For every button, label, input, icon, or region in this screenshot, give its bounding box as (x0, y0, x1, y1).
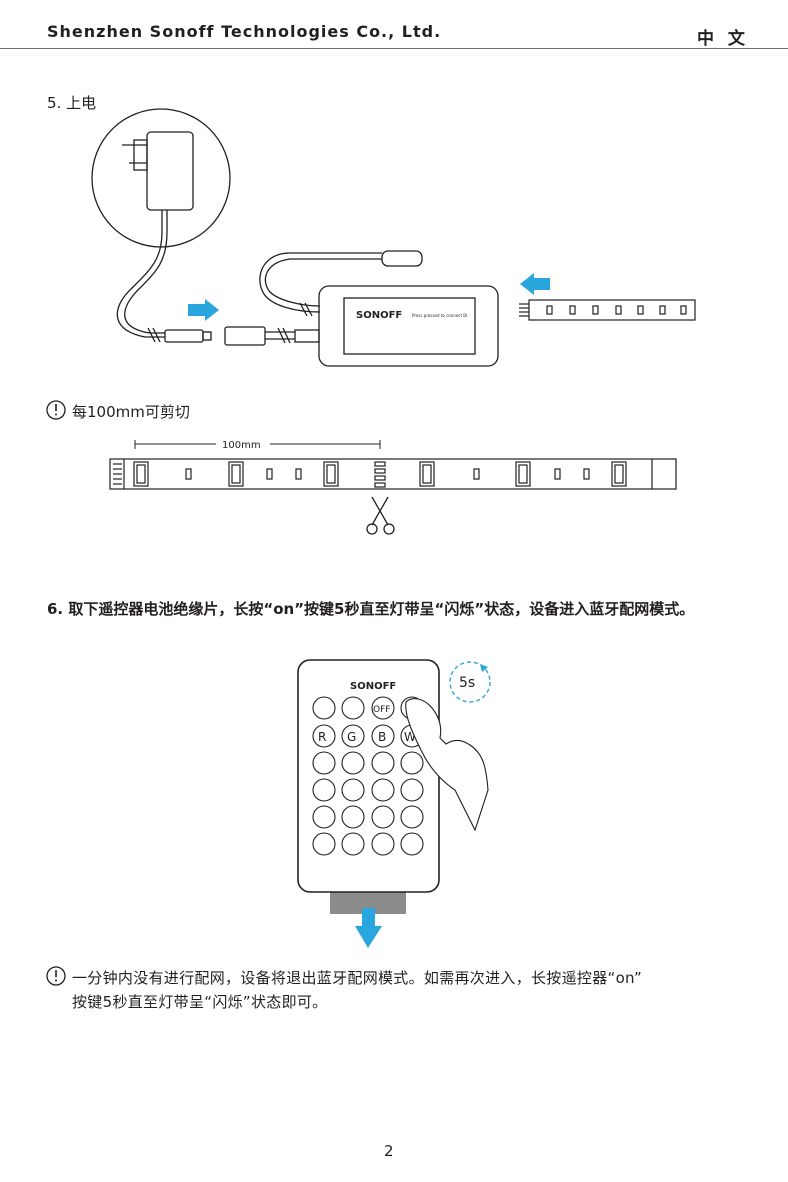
controller-illustration (224, 250, 499, 367)
remote-brand: SONOFF (350, 681, 396, 692)
header-divider (0, 48, 788, 49)
dimension-line (134, 440, 381, 449)
info-icon-2 (46, 966, 66, 986)
step-5-title: 5. 上电 (47, 94, 97, 112)
controller-brand: SONOFF (356, 310, 402, 321)
scissors-icon (366, 496, 395, 535)
cut-note: 每100mm可剪切 (72, 403, 190, 421)
note-line-1: 一分钟内没有进行配网，设备将退出蓝牙配网模式。如需再次进入，长按遥控器“on” (72, 969, 643, 987)
remote-r-label: R (318, 730, 326, 744)
hand-icon (405, 698, 489, 832)
timer-label: 5s (459, 675, 475, 691)
step-6-title: 6. 取下遥控器电池绝缘片，长按“on”按键5秒直至灯带呈“闪烁”状态，设备进入… (47, 600, 695, 618)
led-strip-long (109, 458, 677, 490)
info-icon (46, 400, 66, 420)
led-strip-top (519, 299, 696, 321)
company-name: Shenzhen Sonoff Technologies Co., Ltd. (47, 22, 442, 41)
arrow-down-icon (355, 908, 382, 948)
remote-buttons (312, 696, 424, 856)
remote-b-label: B (378, 730, 386, 744)
note-line-2: 按键5秒直至灯带呈“闪烁”状态即可。 (72, 993, 328, 1011)
controller-label: Press pressed to connect BI (412, 313, 467, 318)
page-number: 2 (384, 1142, 394, 1160)
power-adapter-illustration (91, 108, 231, 343)
arrow-right-icon (188, 299, 219, 321)
remote-off-label: OFF (373, 705, 390, 715)
remote-illustration (297, 659, 440, 914)
arrow-left-icon (520, 273, 550, 295)
timer-icon (449, 661, 491, 703)
language-label: 中 文 (697, 29, 749, 49)
dimension-label: 100mm (222, 440, 261, 451)
remote-g-label: G (347, 730, 356, 744)
